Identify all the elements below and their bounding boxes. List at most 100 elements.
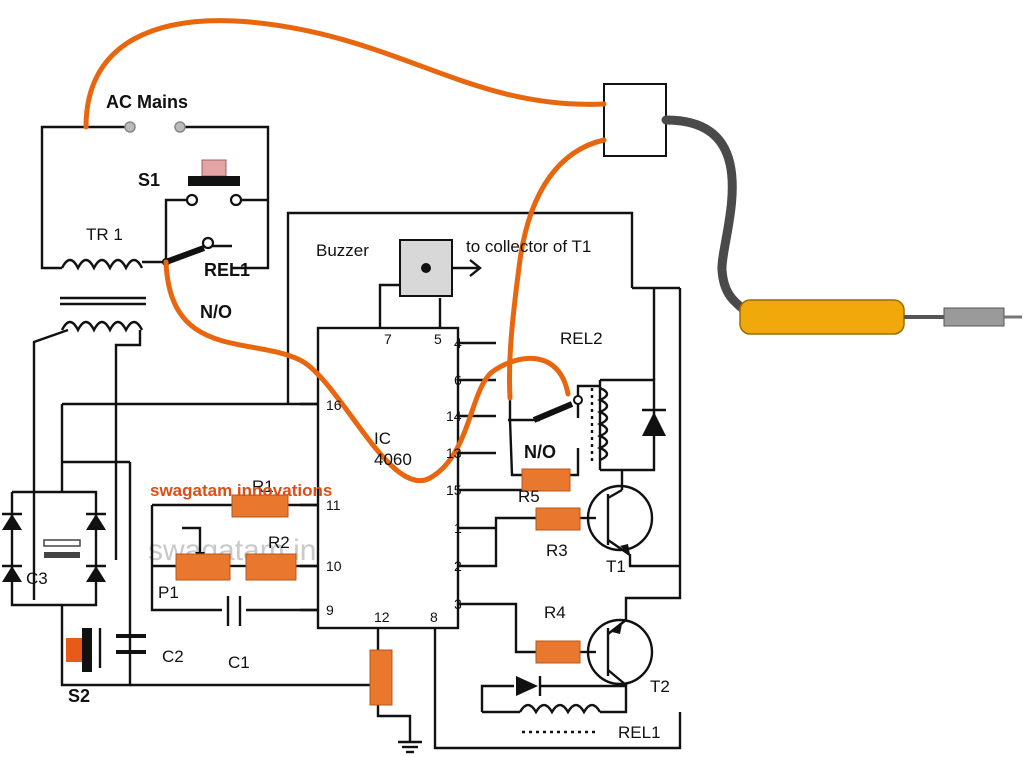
s1-push-button: [185, 159, 243, 207]
pin-12: 12: [374, 609, 390, 625]
rel1-diode: [516, 676, 538, 696]
resistor-r2: [245, 553, 297, 581]
orange-cable-probe: [506, 137, 607, 401]
t2-collector: [600, 669, 628, 714]
pin-6: 6: [454, 372, 462, 388]
pin-3: 3: [454, 596, 462, 612]
t1-emitter: [607, 539, 680, 568]
resistor-r5: [521, 468, 571, 492]
bridge-diodes: [2, 512, 106, 582]
pin-5: 5: [434, 331, 442, 347]
rel2-contact-right: [570, 448, 580, 477]
label-rel2: REL2: [560, 329, 603, 348]
wire-s2-loop: [60, 462, 132, 687]
diode-bridge-3: [86, 514, 106, 530]
label-no-top: N/O: [200, 302, 232, 322]
wire-ground: [376, 705, 412, 742]
pin7-lead: [378, 283, 400, 328]
label-r3: R3: [546, 541, 568, 560]
wire-secondary-left: [32, 328, 69, 600]
label-to-collector: to collector of T1: [466, 237, 591, 256]
c3-plate-top: [43, 539, 81, 547]
pin-10: 10: [326, 558, 342, 574]
label-r4: R4: [544, 603, 566, 622]
label-buzzer: Buzzer: [316, 241, 369, 260]
t1-collector: [607, 488, 623, 500]
pin-16: 16: [326, 397, 342, 413]
label-t2: T2: [650, 677, 670, 696]
s2-button: [66, 638, 82, 662]
label-r1: R1: [252, 477, 274, 496]
rel2-diode: [642, 412, 666, 436]
wire-rel1-diode-left: [480, 684, 514, 712]
label-ic-line1: IC: [374, 429, 391, 448]
label-ic-line2: 4060: [374, 450, 412, 469]
ic-4060-body: [316, 326, 460, 630]
resistor-r4: [535, 640, 581, 664]
orange-cable-mains: [83, 18, 607, 130]
rel1-blade: [164, 245, 206, 265]
t1-arrow: [620, 544, 630, 555]
label-ac-mains: AC Mains: [106, 92, 188, 112]
pin-15: 15: [446, 482, 462, 498]
rel2-contact-wire: [508, 398, 530, 477]
label-s2: S2: [68, 686, 90, 706]
buzzer: [399, 239, 482, 297]
label-rel1-bottom: REL1: [618, 723, 661, 742]
label-c3: C3: [26, 569, 48, 588]
transistor-t1: [586, 484, 654, 552]
pin-9: 9: [326, 602, 334, 618]
potentiometer-p1: [175, 553, 231, 581]
mains-terminal-left: [124, 121, 136, 133]
wire-rc-left: [150, 505, 222, 612]
pin-7: 7: [384, 331, 392, 347]
rel1-coil: [518, 703, 602, 715]
p1-wiper: [182, 526, 202, 554]
pin2-lead: [458, 516, 536, 568]
bridge-outline: [10, 490, 98, 607]
s1-contact-b: [229, 193, 243, 207]
label-tr1: TR 1: [86, 225, 123, 244]
s1-contact-a: [185, 193, 199, 207]
pin-2: 2: [454, 558, 462, 574]
resistor-bottom: [369, 649, 393, 706]
diode-bridge-4: [86, 566, 106, 582]
label-no-mid: N/O: [524, 442, 556, 462]
pin3-lead: [458, 602, 536, 654]
tr1-secondary-coil: [60, 320, 144, 333]
rel2-coil: [596, 386, 609, 462]
diode-bridge-1: [2, 514, 22, 530]
s2-actuator: [82, 628, 92, 672]
label-c2: C2: [162, 647, 184, 666]
t2-arrow: [612, 624, 622, 634]
buzzer-center: [421, 263, 431, 273]
t2-emitter: [607, 562, 682, 635]
transformer-tr1: [60, 258, 146, 333]
c3-plate-bottom: [44, 552, 80, 558]
probe-tip: [943, 307, 1005, 327]
label-t1: T1: [606, 557, 626, 576]
label-rel1-top: REL1: [204, 260, 250, 280]
label-s1: S1: [138, 170, 160, 190]
pin-13: 13: [446, 445, 462, 461]
transistor-t2: [586, 618, 654, 686]
wire-top-box: [286, 211, 634, 404]
label-r5: R5: [518, 487, 540, 506]
rel2-blade: [532, 401, 574, 423]
resistor-r1: [231, 494, 289, 518]
probe-body: [739, 299, 905, 335]
label-p1: P1: [158, 583, 179, 602]
wire-secondary-right: [114, 330, 142, 560]
s1-bar: [188, 176, 240, 186]
diode-bridge-2: [2, 566, 22, 582]
pin-8: 8: [430, 609, 438, 625]
pin-1: 1: [454, 520, 462, 536]
resistor-r3: [535, 507, 581, 531]
rel1-no-contact: [201, 236, 215, 250]
wire-mains-left: [40, 125, 130, 270]
buzzer-arrow-head: [469, 259, 482, 277]
pin-11: 11: [326, 497, 341, 513]
label-r2: R2: [268, 533, 290, 552]
